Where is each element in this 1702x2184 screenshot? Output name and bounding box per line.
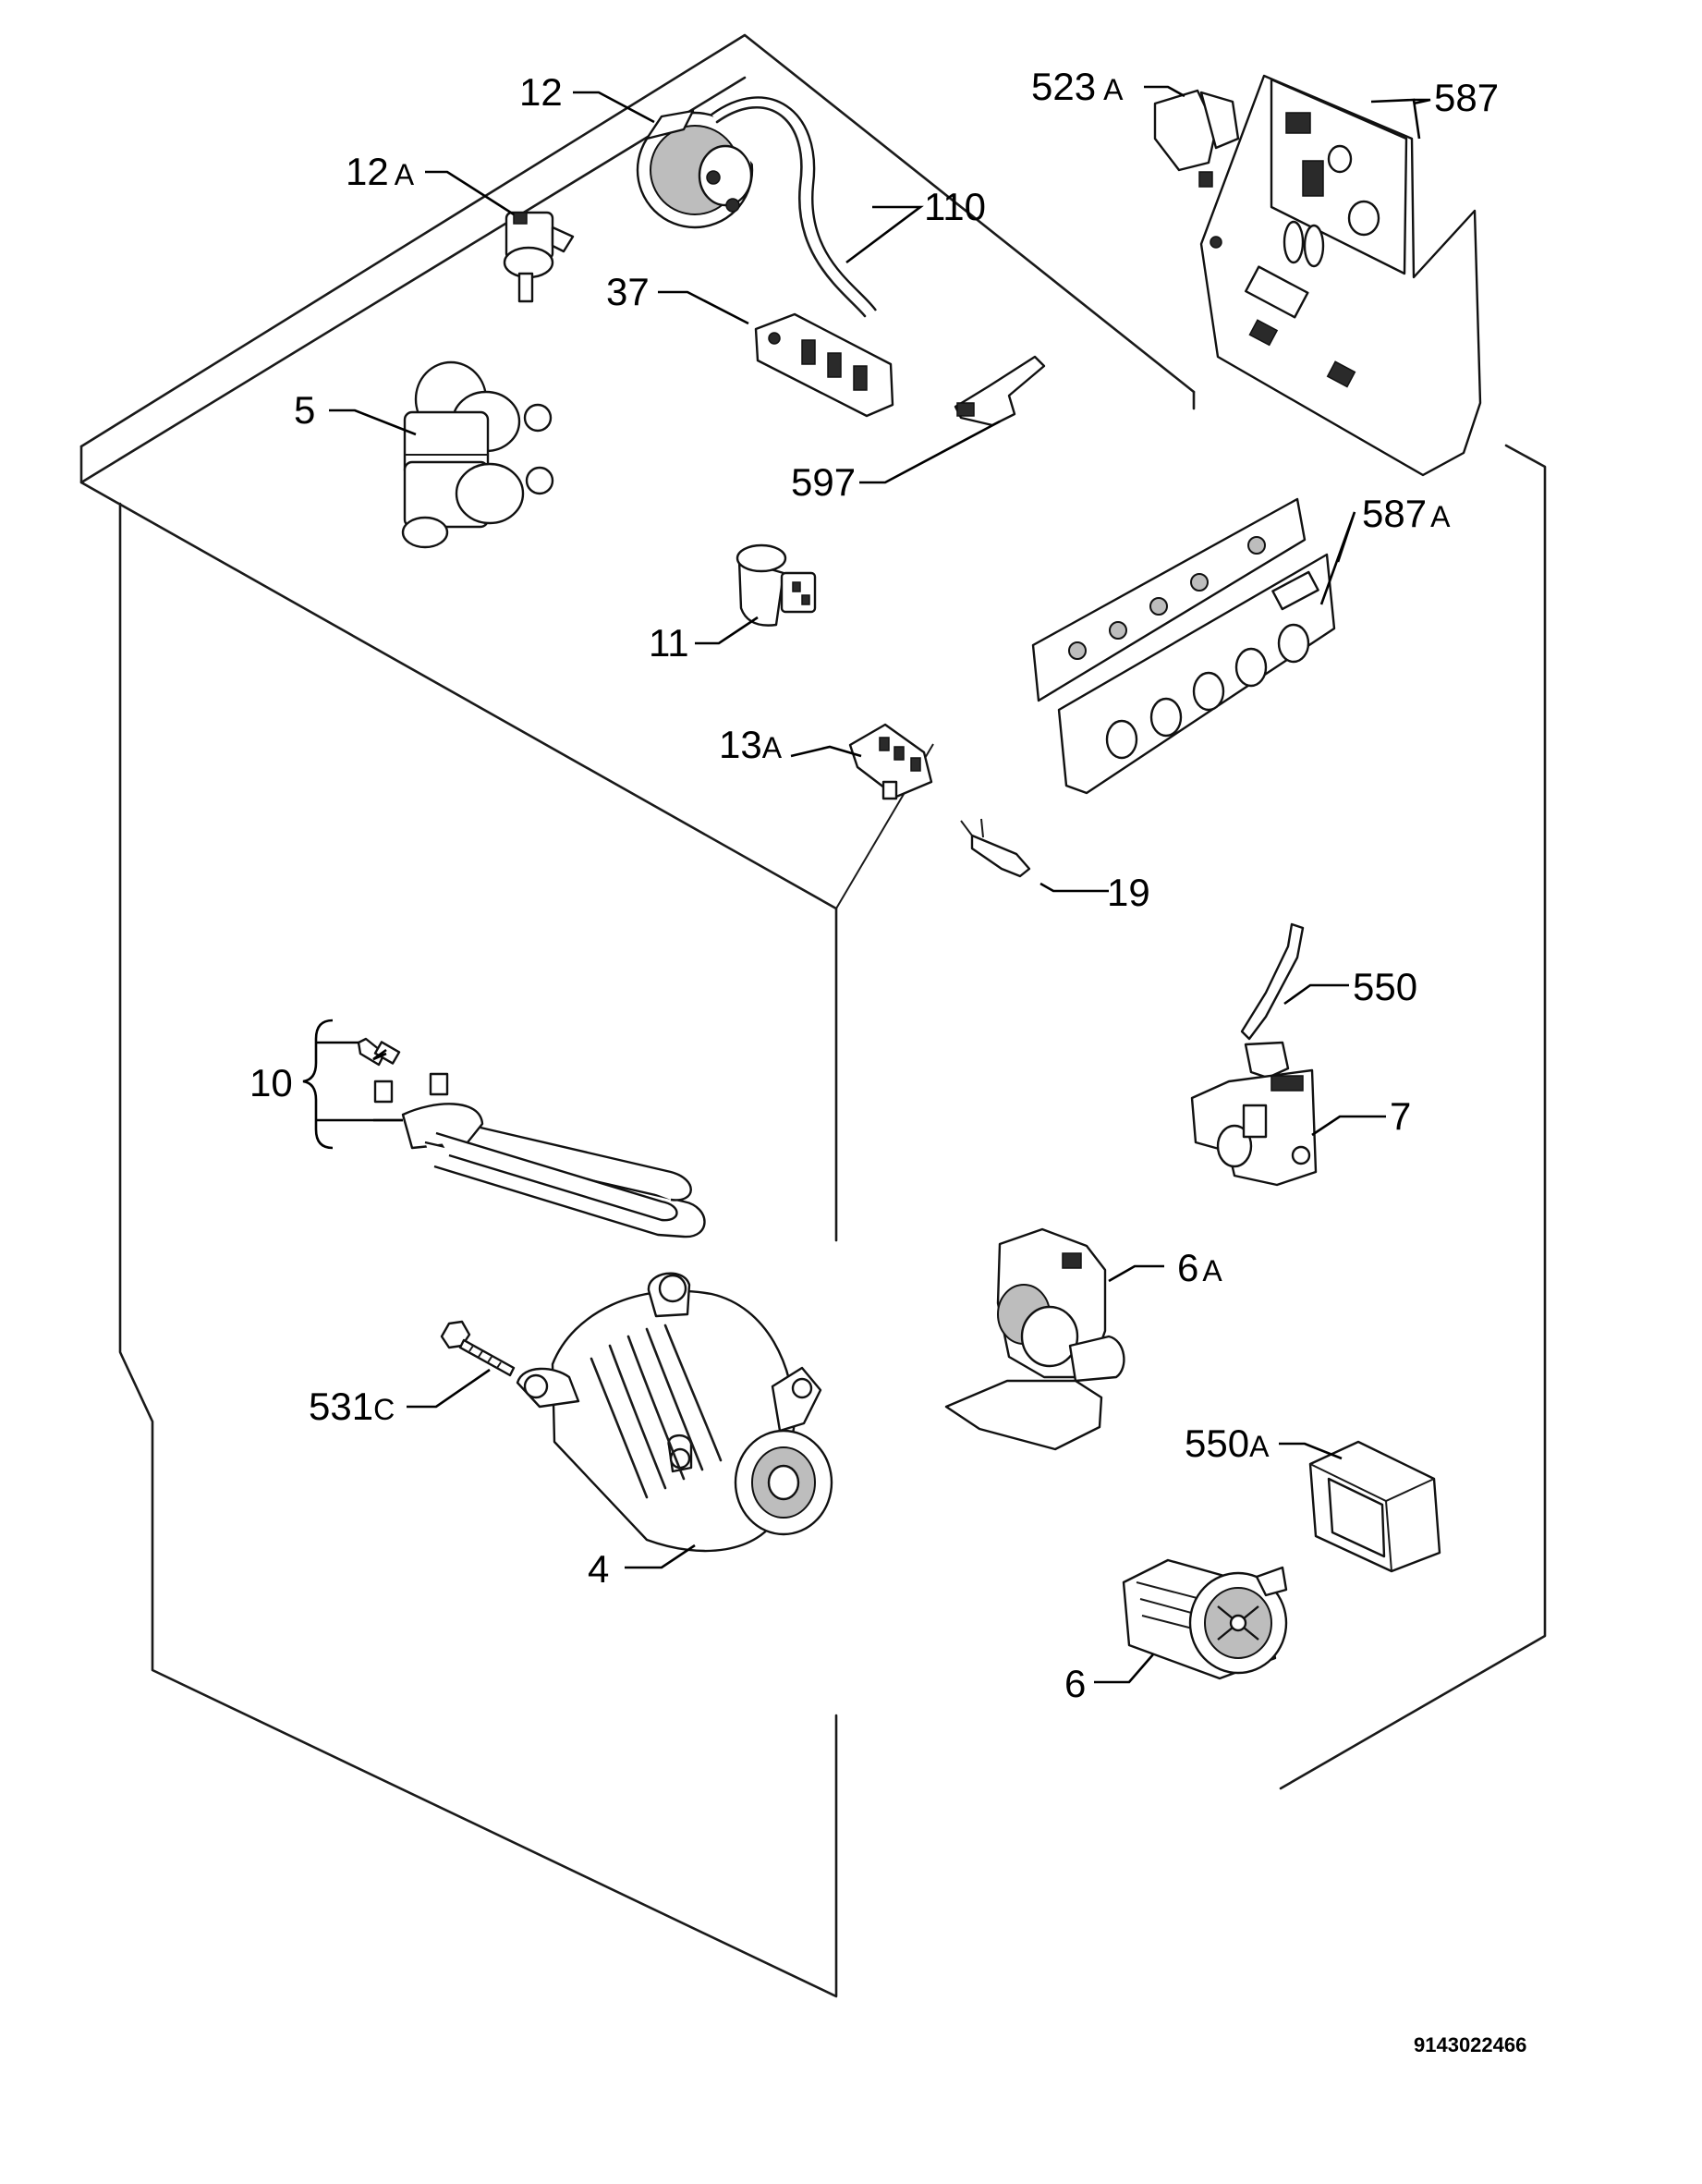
label-550: 550: [1353, 965, 1417, 1008]
capacitor-11: [736, 543, 817, 627]
door-lock-7-550: [1190, 922, 1318, 1187]
label-531c: 531C: [309, 1385, 395, 1428]
label-4: 4: [588, 1547, 609, 1591]
drawing-code: 9143022466: [1414, 2033, 1526, 2056]
label-6: 6: [1064, 1662, 1086, 1705]
inlet-valve-5: [401, 360, 554, 549]
cabinet-outline: [79, 33, 1547, 1998]
label-597: 597: [791, 460, 856, 504]
connector-523a: [1153, 89, 1240, 188]
terminal-block-37: [754, 312, 894, 418]
pump-6a: [944, 1227, 1125, 1451]
label-7: 7: [1390, 1094, 1411, 1138]
sensor-19: [960, 818, 1031, 878]
screw-531c: [440, 1320, 516, 1377]
label-550a: 550A: [1185, 1421, 1270, 1465]
pump-motor-6: [1122, 1558, 1288, 1680]
hose-110: [711, 96, 877, 318]
bracket-10: [302, 1019, 334, 1150]
label-11: 11: [649, 621, 689, 665]
electronic-module-587: [1199, 74, 1482, 477]
label-19: 19: [1107, 871, 1150, 914]
control-board-587a: [1031, 497, 1336, 795]
label-13a: 13A: [719, 723, 783, 766]
clip-597: [954, 355, 1046, 427]
label-110: 110: [924, 185, 986, 228]
pressure-switch-12: [636, 109, 754, 229]
pressure-valve-12a: [503, 211, 575, 303]
label-5: 5: [294, 388, 315, 432]
drain-pump-4: [516, 1272, 833, 1553]
connector-13a: [848, 723, 933, 800]
cover-550a: [1308, 1440, 1441, 1573]
label-10: 10: [249, 1061, 293, 1104]
label-37: 37: [606, 270, 650, 313]
label-12: 12: [519, 70, 563, 114]
leader-lines: [329, 85, 1431, 1684]
label-587: 587: [1434, 76, 1499, 119]
heating-element-10: [357, 1037, 706, 1238]
